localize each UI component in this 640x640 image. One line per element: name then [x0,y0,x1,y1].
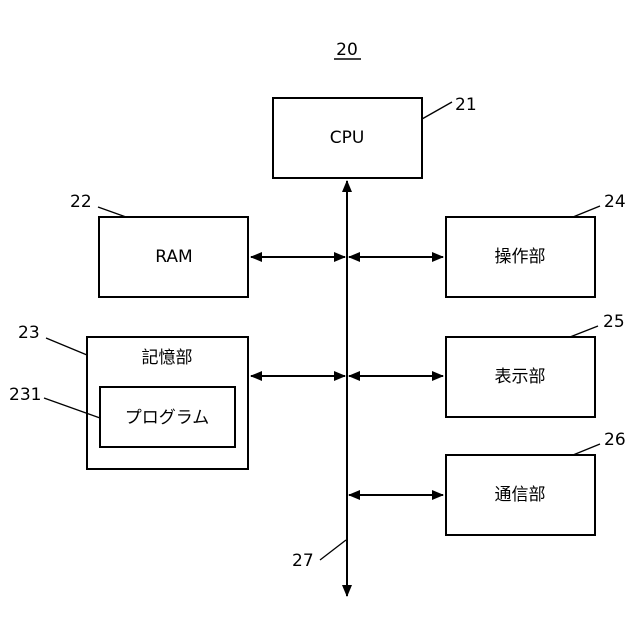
cpu-ref-number: 21 [455,95,477,115]
operation-ref-number: 24 [604,192,626,212]
communication-leader-line [573,444,600,455]
operation-leader-line [573,206,600,217]
figure-number: 20 [336,40,358,60]
ram-ref-number: 22 [70,192,92,212]
ram-label: RAM [155,247,192,267]
program-ref-number: 231 [9,385,41,405]
bus-ref-number: 27 [292,551,314,571]
program-label: プログラム [125,408,210,428]
ram-leader-line [98,207,126,217]
cpu-label: CPU [330,128,365,148]
communication-label: 通信部 [495,485,546,505]
storage-leader-line [46,338,87,355]
display-leader-line [570,326,598,337]
communication-ref-number: 26 [604,430,626,450]
bus-leader-line [320,540,346,560]
display-ref-number: 25 [603,312,625,332]
display-label: 表示部 [495,367,546,387]
storage-label: 記憶部 [142,348,193,368]
operation-label: 操作部 [495,247,546,267]
cpu-leader-line [422,102,452,119]
storage-ref-number: 23 [18,323,40,343]
